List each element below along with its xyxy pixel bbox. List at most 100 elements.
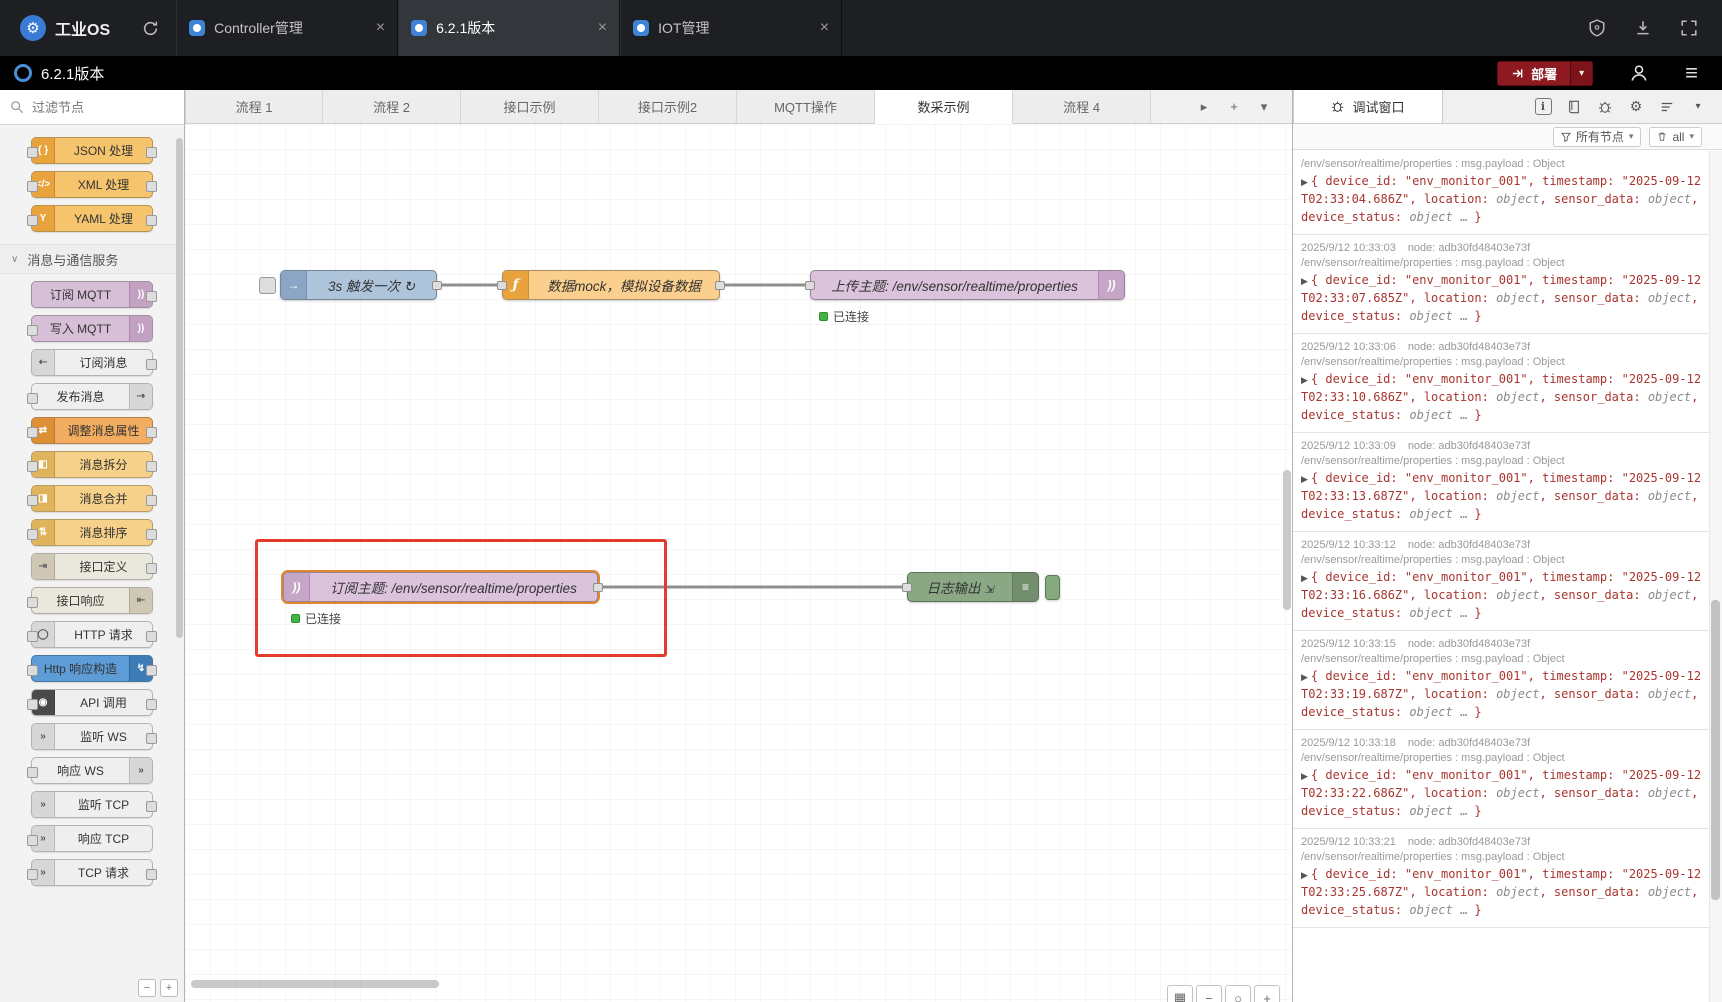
palette-node[interactable]: 发布消息⇢ — [27, 383, 153, 410]
palette-node[interactable]: 写入 MQTT)) — [27, 315, 153, 342]
tab-close-icon[interactable]: × — [819, 19, 830, 36]
palette-scrollbar[interactable] — [176, 138, 183, 638]
flow-tab[interactable]: MQTT操作 — [737, 90, 875, 123]
input-port[interactable] — [497, 281, 507, 290]
download-icon[interactable] — [1632, 17, 1654, 39]
palette-node[interactable]: ⇄调整消息属性 — [27, 417, 157, 444]
expand-all-button[interactable]: + — [160, 979, 178, 997]
expand-icon[interactable]: ▶ — [1301, 375, 1308, 385]
debug-node-label: 日志输出 ⇲ — [926, 581, 994, 596]
tab-scroll-right-icon[interactable]: ▸ — [1200, 98, 1208, 114]
browser-tab[interactable]: Controller管理× — [176, 0, 399, 56]
flow-canvas[interactable]: → 3s 触发一次 ↻ ƒ 数据mock，模拟设备数据 上传主题: /env/s… — [185, 124, 1292, 1002]
output-port[interactable] — [715, 281, 725, 290]
flow-tab[interactable]: 接口示例 — [461, 90, 599, 123]
palette-node[interactable]: 订阅 MQTT)) — [31, 281, 157, 308]
help-book-icon[interactable] — [1562, 95, 1586, 119]
debug-node[interactable]: 日志输出 ⇲ ≡ — [902, 572, 1039, 602]
expand-icon[interactable]: ▶ — [1301, 177, 1308, 187]
palette-node[interactable]: 接口响应⇤ — [27, 587, 153, 614]
debug-message-list[interactable]: /env/sensor/realtime/properties : msg.pa… — [1293, 151, 1709, 1002]
debug-toggle-button[interactable] — [1045, 575, 1060, 600]
mqtt-out-node[interactable]: 上传主题: /env/sensor/realtime/properties )) — [805, 270, 1125, 300]
shield-icon[interactable] — [1586, 17, 1608, 39]
palette-node[interactable]: ◨消息合并 — [27, 485, 157, 512]
canvas-hscrollbar[interactable] — [191, 980, 439, 988]
palette-category-header[interactable]: ∨消息与通信服务 — [0, 244, 184, 274]
flow-tab[interactable]: 流程 1 — [185, 90, 323, 123]
zoom-reset-icon[interactable]: ○ — [1225, 985, 1251, 1002]
expand-icon[interactable]: ▶ — [1301, 573, 1308, 583]
palette-node[interactable]: { }JSON 处理 — [27, 137, 157, 164]
zoom-in-icon[interactable]: + — [1254, 985, 1280, 1002]
flow-tab[interactable]: 流程 4 — [1013, 90, 1151, 123]
canvas-vscrollbar[interactable] — [1283, 470, 1291, 610]
gear-icon[interactable]: ⚙ — [1629, 98, 1643, 114]
expand-icon[interactable]: ▶ — [1301, 276, 1308, 286]
palette-node[interactable]: ◧消息拆分 — [27, 451, 157, 478]
palette-node[interactable]: ⇥接口定义 — [31, 553, 157, 580]
input-port[interactable] — [805, 281, 815, 290]
filter-nodes-button[interactable]: 所有节点 ▾ — [1552, 126, 1642, 147]
palette-node[interactable]: »响应 TCP — [27, 825, 153, 852]
refresh-icon[interactable] — [134, 12, 166, 44]
collapse-all-button[interactable]: − — [138, 979, 156, 997]
clear-messages-button[interactable]: all ▾ — [1649, 126, 1702, 147]
palette-node[interactable]: Http 响应构造↯ — [27, 655, 157, 682]
debug-scrollbar-thumb[interactable] — [1711, 600, 1720, 900]
flow-tab[interactable]: 接口示例2 — [599, 90, 737, 123]
palette-node[interactable]: »监听 TCP — [31, 791, 157, 818]
inject-node[interactable]: → 3s 触发一次 ↻ — [259, 270, 442, 300]
palette-node[interactable]: ◉API 调用 — [27, 689, 157, 716]
palette-node[interactable]: ⇠订阅消息 — [31, 349, 157, 376]
mqtt-in-node[interactable]: )) 订阅主题: /env/sensor/realtime/properties — [281, 570, 603, 604]
tab-debug-window[interactable]: 调试窗口 — [1293, 90, 1443, 123]
expand-icon[interactable]: ▶ — [1301, 474, 1308, 484]
palette-node[interactable]: 响应 WS» — [27, 757, 153, 784]
inject-button[interactable] — [259, 277, 276, 294]
palette-node[interactable]: »监听 WS — [31, 723, 157, 750]
tab-close-icon[interactable]: × — [597, 19, 608, 36]
debug-message[interactable]: /env/sensor/realtime/properties : msg.pa… — [1293, 151, 1709, 235]
palette-search[interactable] — [0, 90, 184, 125]
flow-tab[interactable]: 流程 2 — [323, 90, 461, 123]
expand-icon[interactable]: ▶ — [1301, 771, 1308, 781]
tab-close-icon[interactable]: × — [375, 19, 386, 36]
layers-icon[interactable] — [1655, 95, 1679, 119]
output-port[interactable] — [432, 281, 442, 290]
add-flow-icon[interactable]: + — [1230, 99, 1238, 114]
flow-tab[interactable]: 数采示例 — [875, 90, 1013, 124]
payload-object: object — [1496, 786, 1540, 800]
output-port[interactable] — [593, 583, 603, 592]
palette-node[interactable]: »TCP 请求 — [27, 859, 157, 886]
menu-icon[interactable]: ≡ — [1685, 60, 1698, 85]
info-icon[interactable]: ℹ — [1531, 95, 1555, 119]
expand-icon[interactable]: ▶ — [1301, 870, 1308, 880]
flow-list-icon[interactable]: ▾ — [1260, 98, 1268, 114]
palette-node[interactable]: ⇅消息排序 — [27, 519, 157, 546]
browser-tab[interactable]: IOT管理× — [620, 0, 843, 56]
expand-icon[interactable]: ▶ — [1301, 672, 1308, 682]
deploy-button[interactable]: 部署 ▾ — [1497, 60, 1594, 86]
chevron-down-icon[interactable]: ▾ — [1695, 101, 1701, 112]
browser-tab[interactable]: 6.2.1版本× — [398, 0, 621, 56]
palette-search-input[interactable] — [32, 99, 152, 115]
palette-node[interactable]: ◯HTTP 请求 — [27, 621, 157, 648]
fullscreen-icon[interactable] — [1678, 17, 1700, 39]
user-icon[interactable] — [1629, 63, 1649, 83]
function-node[interactable]: ƒ 数据mock，模拟设备数据 — [497, 270, 725, 300]
bug-icon[interactable] — [1593, 95, 1617, 119]
palette-node[interactable]: </>XML 处理 — [27, 171, 157, 198]
zoom-out-icon[interactable]: − — [1196, 985, 1222, 1002]
input-port[interactable] — [902, 583, 912, 592]
navigator-icon[interactable]: ▦ — [1167, 985, 1193, 1002]
